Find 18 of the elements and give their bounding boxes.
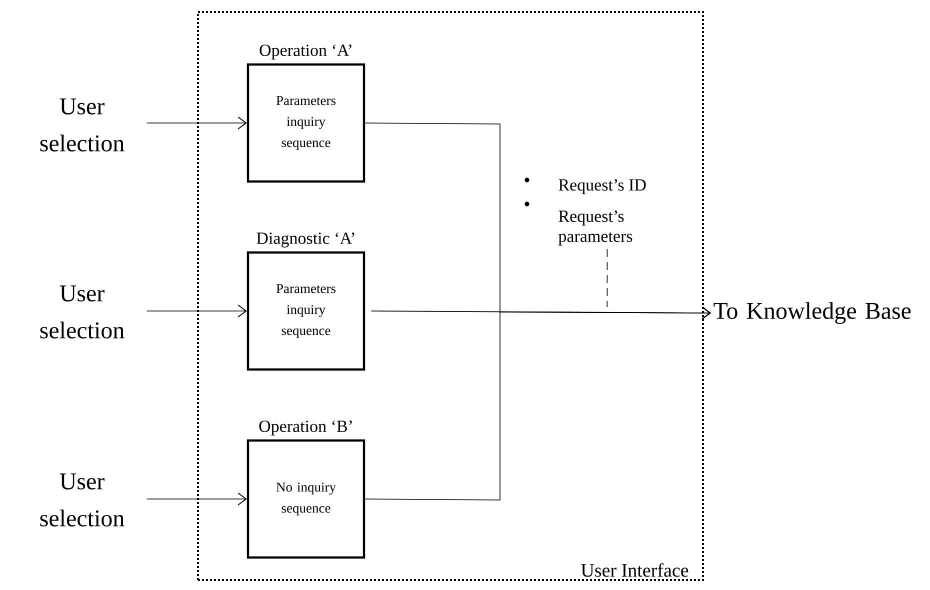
- arrow: [146, 492, 247, 506]
- node-label: Operation ‘A’: [260, 44, 352, 60]
- input-label: User selection: [40, 474, 124, 526]
- arrow: [146, 116, 247, 130]
- node-label: Operation ‘B’: [259, 420, 352, 436]
- input-label: User selection: [40, 98, 124, 152]
- node-label: Request’s ID: [558, 179, 646, 194]
- node-label: Request’s parameters: [558, 210, 632, 246]
- leader-line: [606, 248, 608, 308]
- node-label: Diagnostic ‘A’: [256, 232, 354, 248]
- process-box: Diagnostic ‘A’ Parameters inquiry sequence: [246, 232, 366, 371]
- arrow: [364, 306, 711, 500]
- process-box: Operation ‘A’ Parameters inquiry sequence: [246, 44, 366, 183]
- bullet-list: Request’s ID Request’s parameters: [524, 178, 646, 246]
- output-label: To Knowledge Base: [714, 302, 911, 324]
- input-label: User selection: [40, 286, 124, 338]
- arrow: [146, 304, 247, 318]
- process-box: Operation ‘B’ No inquiry sequence: [246, 420, 366, 559]
